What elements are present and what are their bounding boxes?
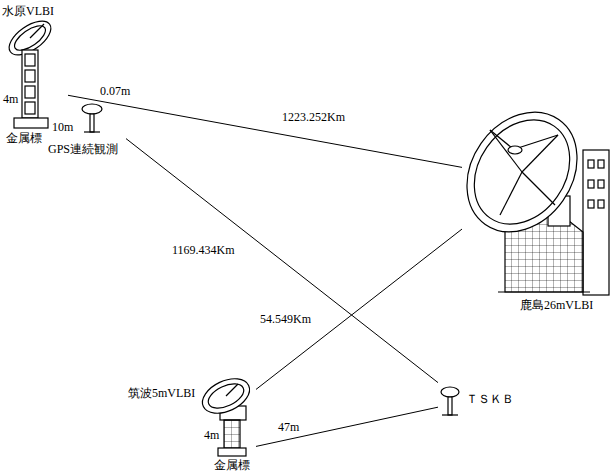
dish-inner — [455, 101, 590, 242]
rib — [500, 172, 522, 215]
gps-pole — [448, 397, 452, 415]
kashima-antenna — [444, 91, 609, 295]
platform — [498, 291, 590, 292]
window — [588, 180, 594, 188]
dimension-label: 4m — [204, 428, 219, 442]
station-node: 鹿島26mVLBI — [462, 112, 609, 318]
window — [598, 200, 604, 208]
dimension-label: 10m — [52, 120, 73, 134]
station-node: 水原VLBI — [2, 4, 68, 128]
distance-label: 47m — [276, 420, 301, 434]
window — [588, 160, 594, 168]
dimension-label: 4m — [3, 92, 18, 106]
station-node: GPS連続観測 — [38, 100, 126, 158]
rib — [490, 130, 522, 172]
dish-inner — [205, 379, 248, 413]
station-name: ＴＳＫＢ — [466, 392, 514, 406]
distance-label: 1223.252Km — [280, 110, 347, 124]
dimension-label: 金属標 — [6, 131, 42, 145]
feed-leg — [518, 135, 558, 148]
tower — [22, 50, 38, 118]
baseline-line — [256, 407, 438, 446]
rib — [522, 172, 555, 205]
station-name: 鹿島26mVLBI — [520, 298, 593, 312]
window — [598, 160, 604, 168]
tower-segment — [25, 102, 35, 114]
metal-marker — [218, 448, 246, 456]
tower-segment — [25, 70, 35, 82]
gps-dome — [441, 387, 459, 397]
station-name: GPS連続観測 — [48, 142, 118, 156]
dimension-label: 0.07m — [100, 84, 130, 98]
gps-base — [442, 414, 458, 415]
tower — [224, 420, 240, 448]
tskb-station — [441, 387, 459, 415]
metal-marker — [14, 118, 48, 128]
gps-pole — [90, 114, 94, 132]
subreflector — [508, 146, 522, 154]
dimension-label: 金属標 — [214, 458, 250, 472]
gps-station — [82, 104, 102, 132]
feed — [30, 24, 44, 38]
building — [583, 150, 609, 295]
station-name: 筑波5mVLBI — [128, 386, 195, 400]
gps-dome — [82, 104, 102, 114]
baseline-line — [256, 229, 462, 389]
baseline-line — [126, 139, 438, 383]
dish — [444, 91, 599, 253]
window — [598, 180, 604, 188]
distance-label: 54.549Km — [258, 312, 313, 326]
gps-base — [84, 131, 100, 132]
dish — [197, 372, 255, 420]
window — [588, 200, 594, 208]
distance-label: 1169.434Km — [170, 243, 237, 257]
tower-segment — [25, 54, 35, 66]
station-name: 水原VLBI — [2, 4, 54, 18]
station-node: ＴＳＫＢ — [438, 380, 528, 418]
tower-segment — [25, 86, 35, 98]
feed-leg — [490, 130, 512, 148]
tsukuba-antenna — [197, 372, 255, 456]
baseline-line — [68, 95, 462, 167]
feed — [226, 384, 238, 396]
station-node: 筑波5mVLBI — [128, 380, 256, 452]
mizusawa-antenna — [3, 14, 56, 128]
